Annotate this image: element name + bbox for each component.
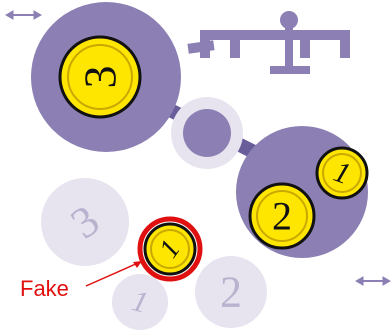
coin-label: 2 bbox=[272, 194, 292, 239]
fake-coin[interactable]: 1 bbox=[137, 216, 203, 282]
ghost-coin-1: 1 bbox=[112, 274, 168, 330]
pivot-inner bbox=[183, 109, 231, 157]
coin-right-pan-large[interactable]: 2 bbox=[248, 182, 316, 250]
coin-left-pan[interactable]: 3 bbox=[58, 35, 142, 119]
coin-label: 3 bbox=[75, 66, 126, 89]
balance-scale-icon bbox=[187, 11, 350, 74]
ghost-coin-3: 3 bbox=[41, 178, 129, 266]
double-arrow-icon[interactable] bbox=[354, 276, 392, 286]
fake-label: Fake bbox=[20, 276, 69, 301]
ghost-coin-label: 2 bbox=[220, 268, 242, 317]
double-arrow-icon[interactable] bbox=[4, 10, 43, 20]
coin-right-pan-small[interactable]: 1 bbox=[315, 146, 369, 200]
fake-arrow bbox=[85, 261, 142, 287]
ghost-coin-2: 2 bbox=[195, 256, 267, 328]
